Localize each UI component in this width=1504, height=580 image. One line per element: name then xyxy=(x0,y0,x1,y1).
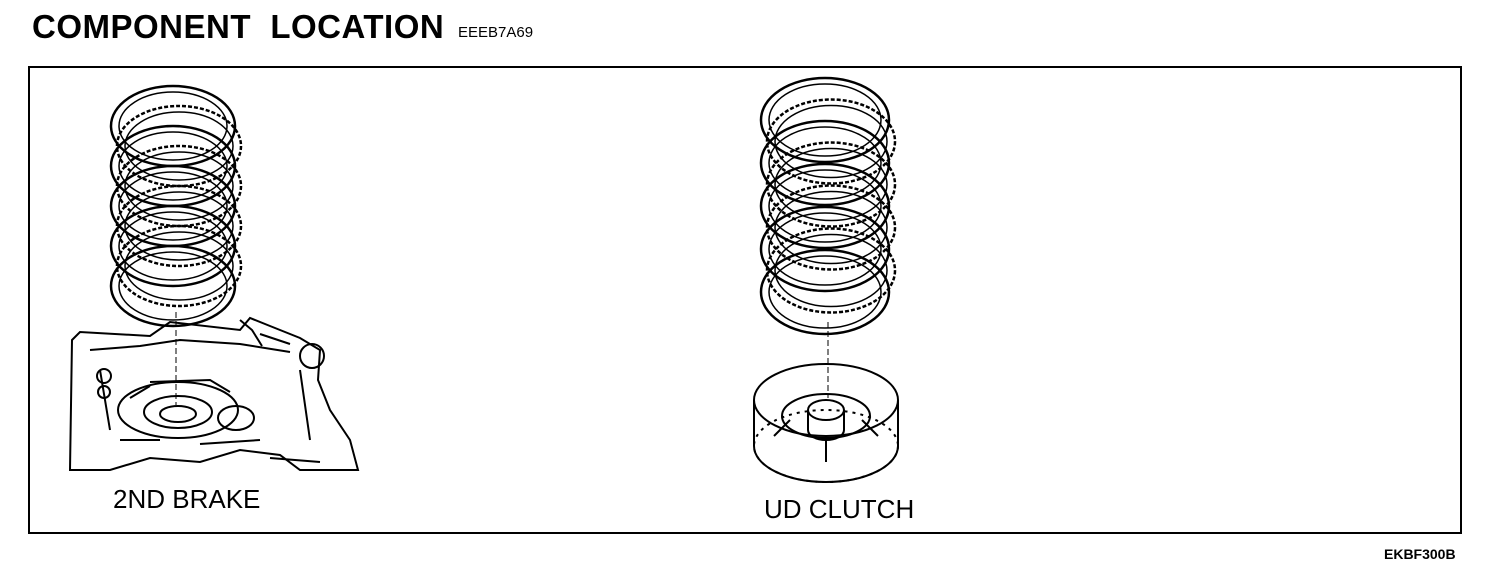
brake-disc-ring xyxy=(124,111,234,181)
ud-clutch-retainer xyxy=(753,363,899,483)
clutch-disc-ring xyxy=(759,162,891,250)
clutch-disc-ring xyxy=(759,248,891,336)
ud-clutch-label: UD CLUTCH xyxy=(764,494,915,524)
brake-disc-ring xyxy=(118,251,228,321)
brake-disc-ring xyxy=(109,124,237,208)
transaxle-case xyxy=(68,316,360,471)
brake-disc-ring xyxy=(124,151,234,221)
diagram-frame xyxy=(28,66,1462,534)
clutch-disc-ring xyxy=(774,233,888,308)
document-code: EEEB7A69 xyxy=(458,24,534,41)
figure-code: EKBF300B xyxy=(1384,546,1456,562)
brake-disc-ring xyxy=(118,171,228,241)
brake-disc-ring xyxy=(115,144,243,228)
2nd-brake-label: 2ND BRAKE xyxy=(113,484,261,514)
brake-disc-ring xyxy=(118,131,228,201)
clutch-disc-ring xyxy=(768,126,882,200)
brake-disc-ring xyxy=(109,84,237,168)
clutch-disc-ring xyxy=(759,119,891,207)
2nd-brake-disc-stack xyxy=(109,84,243,328)
brake-disc-ring xyxy=(124,231,234,301)
clutch-disc-ring xyxy=(774,147,888,222)
clutch-disc-ring xyxy=(774,104,888,179)
clutch-disc-ring xyxy=(765,184,897,271)
brake-disc-ring xyxy=(124,191,234,261)
clutch-disc-ring xyxy=(765,141,897,228)
brake-disc-ring xyxy=(118,211,228,281)
clutch-disc-ring xyxy=(768,212,882,286)
clutch-disc-ring xyxy=(768,83,882,157)
ud-clutch-discs xyxy=(759,76,897,336)
page-title: COMPONENT LOCATION xyxy=(32,8,445,45)
clutch-disc-ring xyxy=(765,227,897,314)
clutch-disc-ring xyxy=(759,205,891,293)
brake-disc-ring xyxy=(118,91,228,161)
clutch-disc-ring xyxy=(765,98,897,185)
clutch-disc-ring xyxy=(768,255,882,329)
clutch-disc-ring xyxy=(768,169,882,243)
clutch-disc-ring xyxy=(774,190,888,265)
clutch-disc-ring xyxy=(759,76,891,164)
brake-disc-ring xyxy=(115,104,243,188)
